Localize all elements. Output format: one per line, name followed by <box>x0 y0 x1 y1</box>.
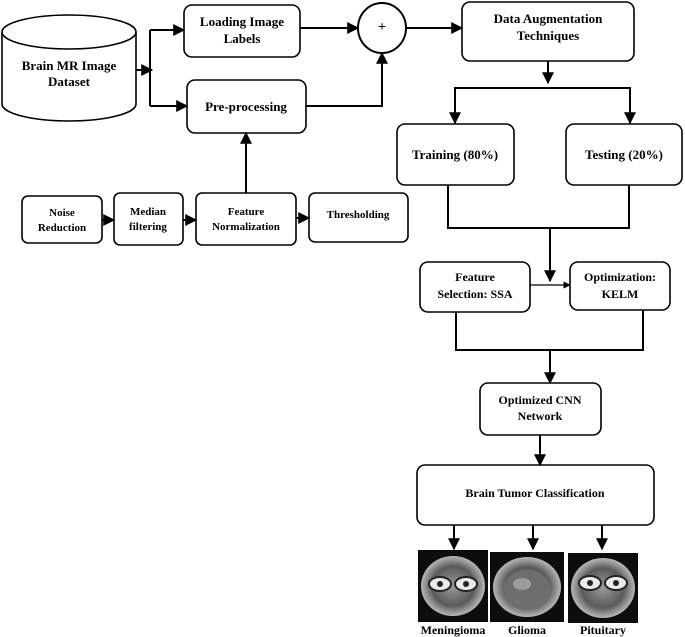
pituitary-mri-image <box>568 553 638 623</box>
edge-train-test-merge <box>447 185 630 229</box>
plus-symbol: + <box>378 20 386 35</box>
testing-node: Testing (20%) <box>565 123 683 186</box>
median-line2: filtering <box>129 221 167 233</box>
class-label-glioma: Glioma <box>508 623 546 637</box>
normalization-line2: Normalization <box>212 221 280 233</box>
class-label-pituitary: Pituitary <box>580 623 626 637</box>
feature-selection-node: Feature Selection: SSA <box>419 261 531 313</box>
loading-labels-line2: Labels <box>224 31 261 46</box>
cnn-line1: Optimized CNN <box>499 393 582 407</box>
combine-node: + <box>357 2 407 54</box>
classification-label: Brain Tumor Classification <box>465 486 604 500</box>
optimization-node: Optimization: KELM <box>569 261 671 311</box>
loading-image-labels-node: Loading Image Labels <box>183 4 301 58</box>
median-filtering-node: Median filtering <box>113 192 184 246</box>
thresholding-label: Thresholding <box>327 209 390 221</box>
noise-reduction-node: Noise Reduction <box>21 195 103 244</box>
noise-line2: Reduction <box>38 222 86 234</box>
feature-selection-line2: Selection: SSA <box>438 287 513 301</box>
optimization-line1: Optimization: <box>584 270 656 284</box>
loading-labels-line1: Loading Image <box>200 14 284 29</box>
edge-augmentation-split <box>454 87 631 124</box>
preprocessing-node: Pre-processing <box>186 79 307 134</box>
dataset-label-line1: Brain MR Image <box>22 58 117 73</box>
brain-mr-dataset-node: Brain MR Image Dataset <box>1 14 137 122</box>
augmentation-line1: Data Augmentation <box>494 11 603 26</box>
training-node: Training (80%) <box>396 123 515 186</box>
normalization-line1: Feature <box>228 206 265 218</box>
edge-feature-merge <box>455 310 644 351</box>
feature-selection-line1: Feature <box>455 270 495 284</box>
augmentation-line2: Techniques <box>517 28 579 43</box>
testing-label: Testing (20%) <box>585 147 663 162</box>
training-label: Training (80%) <box>412 147 498 162</box>
feature-normalization-node: Feature Normalization <box>195 192 297 246</box>
preprocessing-label: Pre-processing <box>205 99 287 114</box>
optimization-line2: KELM <box>602 287 639 301</box>
glioma-mri-image <box>490 552 564 622</box>
class-label-meningioma: Meningioma <box>421 623 486 637</box>
thresholding-node: Thresholding <box>308 192 409 243</box>
brain-tumor-classification-node: Brain Tumor Classification <box>416 464 655 526</box>
dataset-label-line2: Dataset <box>48 74 91 89</box>
edge-preprocessing-to-combine <box>306 51 388 107</box>
median-line1: Median <box>130 206 166 218</box>
data-augmentation-node: Data Augmentation Techniques <box>461 1 635 62</box>
noise-line1: Noise <box>49 207 75 219</box>
optimized-cnn-node: Optimized CNN Network <box>479 382 602 436</box>
meningioma-mri-image <box>418 550 488 622</box>
connectors <box>102 22 644 551</box>
cnn-line2: Network <box>518 409 563 423</box>
